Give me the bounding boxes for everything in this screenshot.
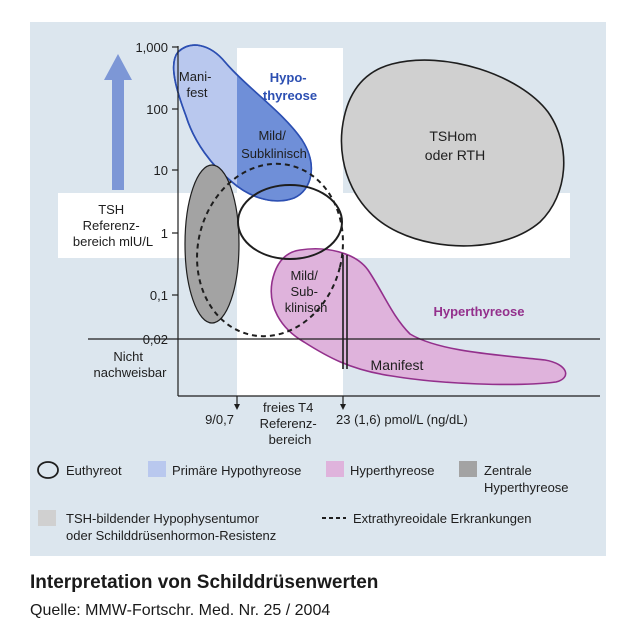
hypo-mild-label: Mild/ Subklinisch [241,128,307,161]
legend-euthyreot-icon [37,461,59,479]
extrathyroidal-region [196,162,344,338]
y-axis-label: TSH Referenz- bereich mlU/L [73,202,153,249]
hyper-title: Hyperthyreose [433,304,524,319]
legend-central-hyper-label: Zentrale Hyperthyreose [484,463,569,495]
x-axis-label: freies T4 Referenz- bereich [260,400,321,447]
tshom-region [340,59,565,247]
tsh-arrow-icon [104,54,132,190]
hyper-region [270,248,567,386]
caption-title: Interpretation von Schilddrüsenwerten [30,572,379,593]
euthyroid-region [237,184,343,260]
hypo-manifest-label: Mani- fest [179,69,215,100]
y-tick-0-02: 0,02 [143,332,168,347]
y-tick-10: 10 [154,163,168,178]
legend-tsh-tumor-swatch [38,510,56,526]
legend-central-hyper-swatch [459,461,477,477]
below-detection-label: Nicht nachweisbar [94,349,168,380]
central-hyper-region [184,164,240,324]
legend-euthyreot-label: Euthyreot [66,463,122,478]
y-tick-1000: 1,000 [135,40,168,55]
hyper-mild-label: Mild/ Sub- klinisch [285,268,328,315]
tshom-label: TSHom oder RTH [425,128,485,163]
caption-source: Quelle: MMW-Fortschr. Med. Nr. 25 / 2004 [30,602,331,619]
y-tick-100: 100 [146,102,168,117]
legend-extrathyroidal-label: Extrathyreoidale Erkrankungen [353,511,532,526]
legend-hyper-label: Hyperthyreose [350,463,435,478]
x-tick-lower: 9/0,7 [205,412,234,427]
hypo-title: Hypo- thyreose [263,70,317,103]
legend-tsh-tumor-label: TSH-bildender Hypophysentumor oder Schil… [66,511,276,543]
y-tick-1: 1 [161,226,168,241]
legend-primary-hypo-label: Primäre Hypothyreose [172,463,301,478]
legend-hyper-swatch [326,461,344,477]
x-tick-upper: 23 (1,6) pmol/L (ng/dL) [336,412,468,427]
hyper-manifest-label: Manifest [371,357,424,373]
legend-primary-hypo-swatch [148,461,166,477]
y-tick-0-1: 0,1 [150,288,168,303]
